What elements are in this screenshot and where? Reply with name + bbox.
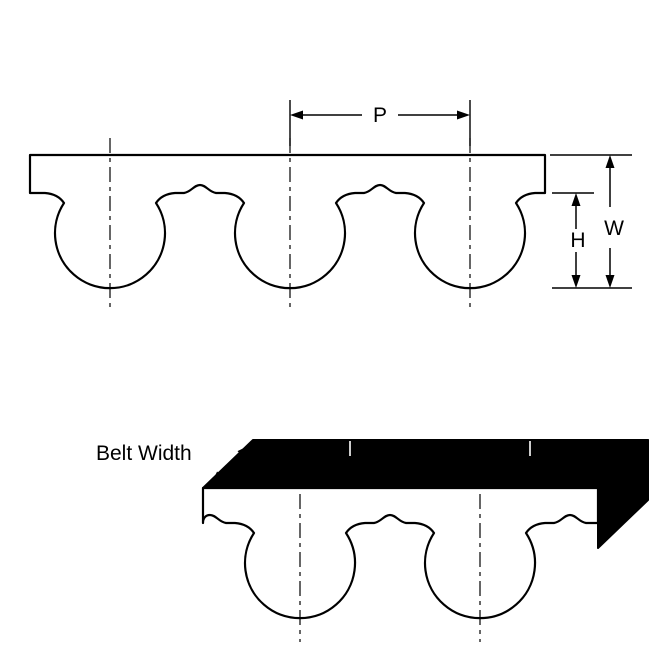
arrow-down-icon bbox=[605, 275, 615, 288]
tooth-height-label: H bbox=[570, 229, 585, 252]
belt-front-profile bbox=[201, 486, 600, 620]
width-dimension: W bbox=[550, 154, 632, 289]
height-dimension: H bbox=[552, 192, 594, 288]
belt-width-label: Belt Width bbox=[96, 442, 192, 465]
arrow-down-icon bbox=[571, 275, 581, 288]
arrow-left-icon bbox=[290, 110, 303, 120]
arrow-up-icon bbox=[571, 193, 581, 206]
belt-side-face bbox=[597, 439, 649, 549]
pitch-dimension: P bbox=[289, 100, 471, 146]
arrow-up-icon bbox=[605, 155, 615, 168]
profile-view: P W H bbox=[28, 100, 632, 312]
arrow-down-left-icon bbox=[212, 471, 223, 482]
belt-top-face bbox=[202, 439, 649, 489]
arrow-up-right-icon bbox=[237, 446, 248, 457]
belt-width-annotation: Belt Width bbox=[96, 442, 248, 482]
belt-thickness-label: W bbox=[604, 217, 624, 240]
belt-width-arrow-line bbox=[216, 450, 244, 478]
belt-profile bbox=[28, 153, 547, 290]
arrow-right-icon bbox=[457, 110, 470, 120]
pitch-label: P bbox=[373, 104, 387, 127]
isometric-view: Belt Width bbox=[96, 439, 649, 642]
